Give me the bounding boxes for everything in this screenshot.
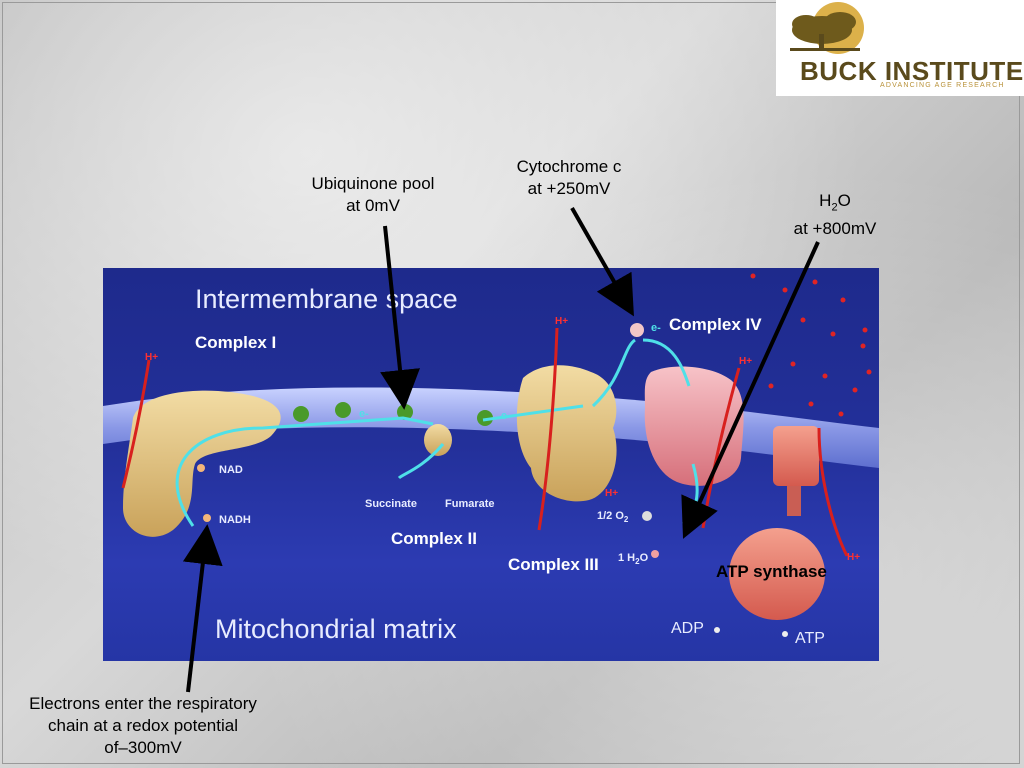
diagram-artwork [103,273,879,637]
atp-synthase-shape [729,426,825,620]
complex1-shape [123,390,281,537]
mitochondrial-matrix-label: Mitochondrial matrix [215,614,457,644]
proton-label-complex1: H+ [145,352,159,363]
electron-label-cytc: e- [651,322,661,334]
nadh-label: NADH [219,514,251,526]
complex1-label: Complex I [195,333,277,352]
cytochrome-annotation: Cytochrome c at +250mV [516,157,622,198]
water-arrow [681,241,820,539]
electrons-entry-annotation: Electrons enter the respiratory chain at… [29,694,257,757]
atp-label: ATP [795,630,825,647]
respiratory-chain-diagram: Intermembrane space Mitochondrial matrix… [103,268,879,661]
buck-institute-logo: BUCK INSTITUTE ADVANCING AGE RESEARCH [776,0,1024,96]
proton-label-atp-synthase: H+ [847,552,861,563]
fumarate-label: Fumarate [445,498,495,510]
complex3-shape [516,365,617,502]
complex2-label: Complex II [391,529,477,548]
intermembrane-space-label: Intermembrane space [195,284,458,314]
complex2-shape [424,424,452,456]
water-annotation: H2O at +800mV [793,191,877,239]
complex4-label: Complex IV [669,315,762,334]
nad-label: NAD [219,464,243,476]
complex3-label: Complex III [508,555,599,574]
proton-label-complex4: H+ [739,356,753,367]
ubiquinone-annotation: Ubiquinone pool at 0mV [311,174,435,215]
electrons-entry-arrow [182,524,223,693]
water-product-label: 1 H2O [618,552,649,567]
oak-tree-icon [790,2,864,54]
electron-label-q: e- [359,408,369,420]
ubiquinone-arrow [380,225,420,410]
half-o2-label: 1/2 O2 [597,510,629,525]
logo-name: BUCK INSTITUTE [800,56,1024,86]
succinate-label: Succinate [365,498,417,510]
cytochrome-arrow [570,207,634,317]
atp-synthase-label: ATP synthase [716,562,827,581]
proton-label-matrix: H+ [605,488,619,499]
logo-tagline: ADVANCING AGE RESEARCH [880,82,1005,89]
proton-label-complex3: H+ [555,316,569,327]
adp-label: ADP [671,620,704,637]
electron-label-c3: e- [501,410,511,422]
